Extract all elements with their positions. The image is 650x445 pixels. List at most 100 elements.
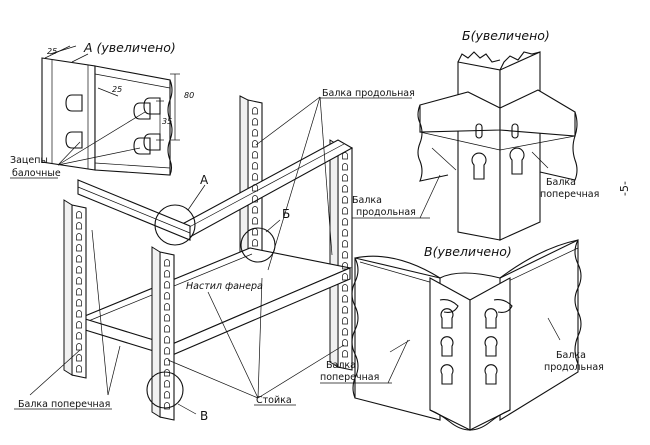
perforation-slot: [252, 107, 258, 115]
perforation-slot: [76, 266, 82, 274]
perforation-slot: [252, 173, 258, 181]
perforation-slot: [76, 310, 82, 318]
detail-a-beam-end: [94, 65, 171, 176]
main-assembly: А Б В: [29, 95, 354, 423]
upright-back-right: [329, 139, 353, 371]
perforation-slot: [342, 240, 348, 248]
perforation-slot: [76, 332, 82, 340]
perforation-slot: [342, 295, 348, 303]
callout-circle-b: [240, 227, 276, 263]
detail-b-beam-long-line1: Балка: [352, 195, 382, 206]
perforation-slot: [76, 321, 82, 329]
detail-v-title: В(увеличено): [424, 244, 512, 259]
detail-a-dim-25-side: 25: [112, 85, 122, 94]
detail-b-upright: [457, 61, 501, 241]
perforation-slot: [342, 152, 348, 160]
perforation-slot: [252, 162, 258, 170]
perforation-slot: [342, 207, 348, 215]
detail-v-beam-long-line1: Балка: [556, 350, 586, 361]
detail-b-beam-long-line2: продольная: [356, 207, 416, 218]
perforation-slot: [76, 233, 82, 241]
perforation-slot: [76, 277, 82, 285]
perforation-slot: [164, 325, 170, 333]
callout-a: А: [200, 173, 209, 187]
perforation-slot: [252, 140, 258, 148]
perforation-slot: [342, 317, 348, 325]
callout-circle-a: [154, 204, 196, 246]
detail-a-title: А (увеличено): [83, 40, 176, 55]
perforation-slot: [342, 196, 348, 204]
perforation-slot: [164, 281, 170, 289]
perforation-slot: [342, 262, 348, 270]
perforation-slot: [342, 163, 348, 171]
perforation-slot: [164, 402, 170, 410]
perforation-slot: [76, 299, 82, 307]
perforation-slot: [252, 151, 258, 159]
perforation-slot: [342, 350, 348, 358]
perforation-slot: [76, 288, 82, 296]
callout-b: Б: [282, 207, 290, 221]
upright-front-left: [63, 199, 87, 379]
detail-v-beam-cross-line1: Балка: [326, 360, 356, 371]
perforation-slot: [164, 336, 170, 344]
beam-top-long: [173, 139, 354, 239]
upright-perforations: [76, 107, 348, 410]
detail-a-dim-80: 80: [184, 91, 194, 100]
perforation-slot: [342, 306, 348, 314]
perforation-slot: [164, 314, 170, 322]
page-number: -5-: [618, 181, 631, 196]
detail-b-beam-cross-line2: поперечная: [540, 189, 599, 200]
perforation-slot: [342, 339, 348, 347]
perforation-slot: [252, 217, 258, 225]
perforation-slot: [342, 251, 348, 259]
zatsepy-label-line2: балочные: [12, 168, 61, 179]
perforation-slot: [164, 358, 170, 366]
detail-a-upright: [41, 57, 96, 171]
detail-a: А (увеличено) 25 25 35 80: [41, 40, 194, 176]
detail-b-beam-cross-line1: Балка: [546, 177, 576, 188]
perforation-slot: [76, 343, 82, 351]
detail-b-title: Б(увеличено): [462, 28, 550, 43]
perforation-slot: [76, 211, 82, 219]
perforation-slot: [76, 354, 82, 362]
perforation-slot: [252, 184, 258, 192]
perforation-slot: [164, 380, 170, 388]
perforation-slot: [164, 369, 170, 377]
callout-v: В: [200, 409, 208, 423]
perforation-slot: [342, 229, 348, 237]
perforation-slot: [252, 239, 258, 247]
label-stoyka: Стойка: [256, 395, 292, 406]
perforation-slot: [252, 195, 258, 203]
perforation-slot: [164, 292, 170, 300]
detail-v-beam-cross-line2: поперечная: [320, 372, 379, 383]
detail-v-beam-cross: [354, 257, 441, 421]
label-nastil: Настил фанера: [186, 281, 263, 292]
detail-b-beam-cross: [499, 89, 576, 137]
perforation-slot: [164, 391, 170, 399]
perforation-slot: [76, 255, 82, 263]
perforation-slot: [252, 118, 258, 126]
label-beam-long: Балка продольная: [322, 88, 415, 99]
detail-v-beam-long-line2: продольная: [544, 362, 604, 373]
detail-v-beam-long: [499, 239, 579, 421]
detail-a-hook-top: [65, 94, 161, 120]
perforation-slot: [252, 206, 258, 214]
perforation-slot: [342, 174, 348, 182]
detail-a-hook-bottom: [65, 131, 161, 155]
perforation-slot: [342, 328, 348, 336]
perforation-slot: [252, 228, 258, 236]
detail-b: Б(увеличено): [417, 28, 578, 241]
perforation-slot: [342, 185, 348, 193]
zatsepy-label-line1: Зацепы: [10, 155, 48, 166]
perforation-slot: [342, 284, 348, 292]
detail-a-dim-25-top: 25: [47, 47, 57, 56]
perforation-slot: [76, 365, 82, 373]
perforation-slot: [342, 218, 348, 226]
label-beam-cross: Балка поперечная: [18, 399, 110, 410]
perforation-slot: [252, 129, 258, 137]
perforation-slot: [76, 244, 82, 252]
perforation-slot: [164, 259, 170, 267]
detail-v: В(увеличено): [351, 239, 582, 431]
perforation-slot: [342, 273, 348, 281]
